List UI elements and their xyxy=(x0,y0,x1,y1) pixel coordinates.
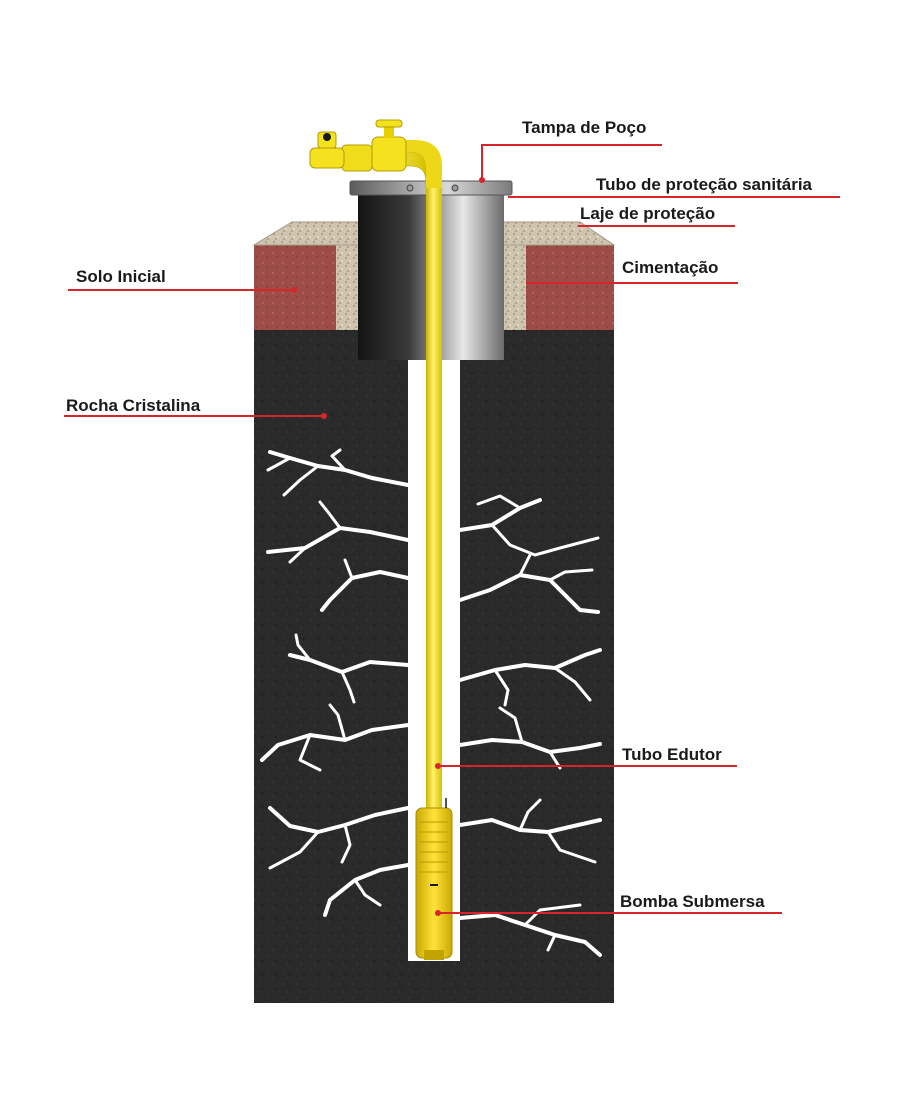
leader-tampa xyxy=(481,144,662,180)
rock-fractures xyxy=(260,448,602,957)
cap-bolt-left xyxy=(406,184,414,192)
leader-dots xyxy=(291,177,485,916)
label-tampa-de-poco: Tampa de Poço xyxy=(522,118,647,137)
leader-lines xyxy=(64,144,840,914)
pump-marker xyxy=(430,884,438,886)
label-rocha-cristalina: Rocha Cristalina xyxy=(66,396,201,415)
wellhead-elbow-outer xyxy=(400,140,442,188)
label-bomba-submersa: Bomba Submersa xyxy=(620,892,765,911)
label-tubo-edutor: Tubo Edutor xyxy=(622,745,722,764)
valve-handle xyxy=(375,119,403,128)
submersible-pump xyxy=(415,807,453,959)
pipe-coupling xyxy=(341,144,373,172)
label-solo-inicial: Solo Inicial xyxy=(76,267,166,286)
cementation-right xyxy=(504,245,526,330)
cap-bolt-right xyxy=(451,184,459,192)
initial-soil-right xyxy=(526,245,614,330)
valve-body xyxy=(371,136,407,172)
discharge-pipe xyxy=(426,170,442,810)
label-laje-de-protecao: Laje de proteção xyxy=(580,204,716,223)
pipe-outlet xyxy=(309,147,345,169)
pump-grille xyxy=(420,821,448,873)
gauge-port-hole xyxy=(323,133,331,141)
valve-stem xyxy=(384,124,394,138)
pump-foot xyxy=(424,950,444,960)
cementation-left xyxy=(336,245,358,330)
label-tubo-protecao-sanitaria: Tubo de proteção sanitária xyxy=(596,175,813,194)
label-cimentacao: Cimentação xyxy=(622,258,719,277)
